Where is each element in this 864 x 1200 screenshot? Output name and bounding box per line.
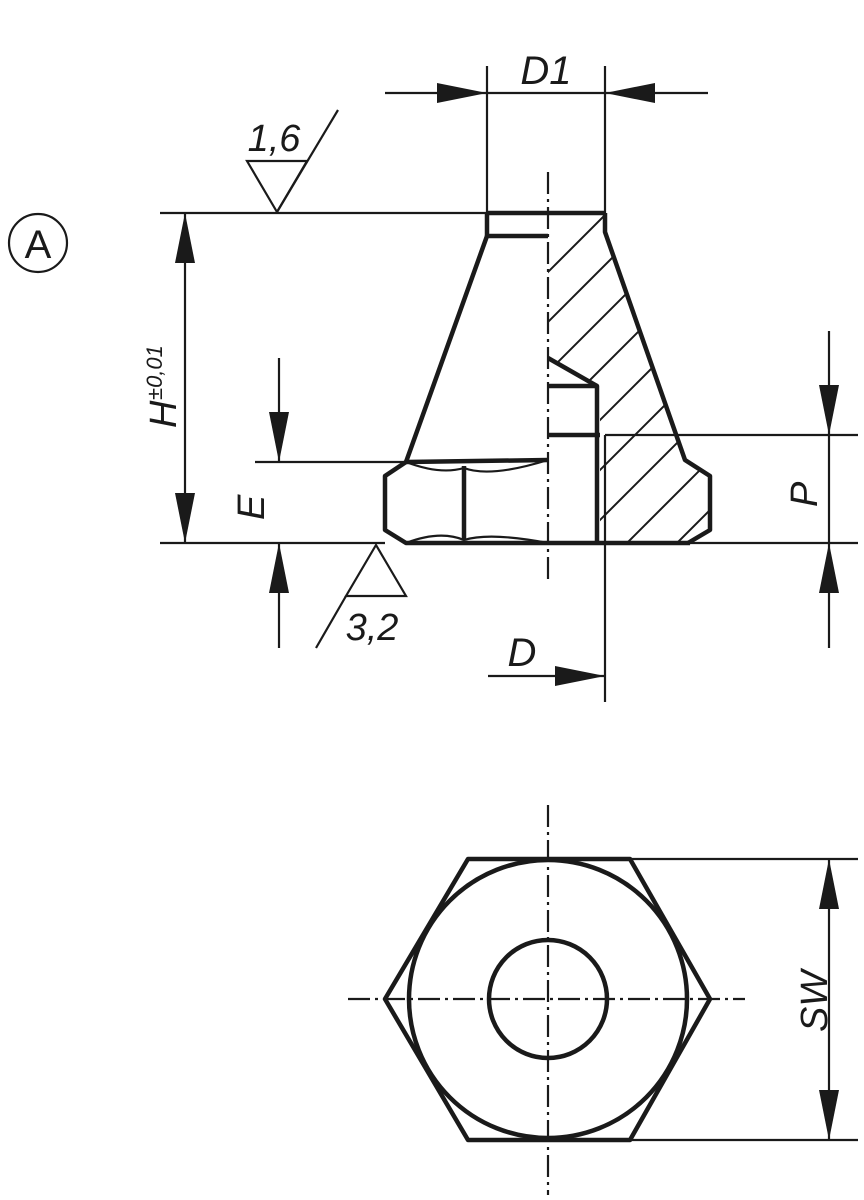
- dimension-e: E: [231, 358, 289, 648]
- section-view: [382, 172, 713, 580]
- plan-view: [348, 805, 858, 1195]
- dimension-e-label: E: [231, 494, 273, 520]
- dimension-sw: SW: [794, 859, 839, 1140]
- dimension-h-label: H: [143, 400, 185, 428]
- dimension-p-label: P: [784, 481, 826, 507]
- extension-lines: [160, 66, 858, 702]
- roughness-symbol-top: 1,6: [245, 109, 339, 215]
- dimension-sw-label: SW: [794, 968, 836, 1032]
- dimension-d1: D1: [385, 49, 708, 103]
- roughness-symbol-bottom: 3,2: [315, 542, 408, 649]
- roughness-bottom-label: 3,2: [346, 607, 399, 649]
- dimension-d-label: D: [508, 631, 537, 675]
- view-marker: A: [7, 212, 69, 274]
- part-outline: [382, 210, 713, 546]
- dimension-h-tolerance: ±0,01: [142, 345, 167, 400]
- dimension-h: H ±0,01: [142, 213, 195, 543]
- view-marker-label: A: [25, 223, 52, 267]
- dimension-d1-label: D1: [520, 49, 571, 93]
- dimension-d: D: [488, 631, 605, 686]
- roughness-top-label: 1,6: [248, 118, 302, 160]
- dimension-p: P: [784, 331, 839, 648]
- section-hatching: [548, 213, 712, 543]
